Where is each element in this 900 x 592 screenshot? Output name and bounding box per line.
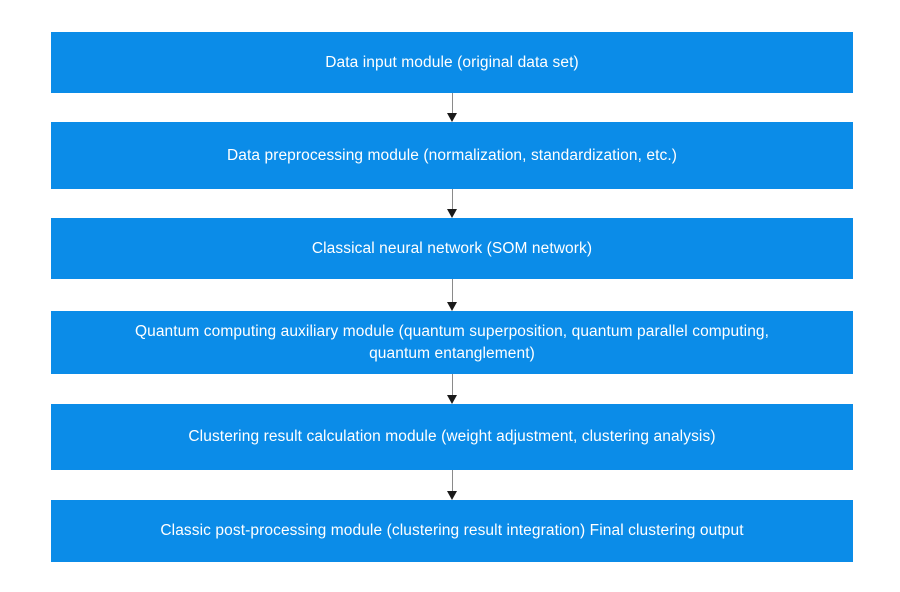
flow-node-label: Clustering result calculation module (we… — [188, 428, 716, 445]
flow-node-data-input-module[interactable]: Data input module (original data set) — [51, 32, 853, 93]
flow-node-label: Data input module (original data set) — [325, 53, 579, 71]
flow-node-data-preprocessing-module[interactable]: Data preprocessing module (normalization… — [51, 122, 853, 189]
flow-connector-1 — [51, 93, 853, 122]
connector-line — [451, 279, 453, 303]
flow-node-label: Classical neural network (SOM network) — [311, 239, 593, 257]
flow-node-label: Data preprocessing module (normalization… — [226, 146, 678, 164]
connector-line — [451, 189, 453, 210]
flow-connector-4 — [51, 374, 853, 404]
down-arrow-icon — [447, 209, 457, 218]
down-arrow-icon — [447, 113, 457, 122]
down-arrow-icon — [447, 491, 457, 500]
flow-connector-2 — [51, 189, 853, 218]
flow-node-classical-neural-network[interactable]: Classical neural network (SOM network) — [51, 218, 853, 279]
flow-node-clustering-result-calculation-module[interactable]: Clustering result calculation module (we… — [51, 404, 853, 470]
flow-node-quantum-computing-auxiliary-module[interactable]: Quantum computing auxiliary module (quan… — [51, 311, 853, 374]
flow-node-label: Quantum computing auxiliary module (quan… — [134, 322, 770, 362]
connector-line — [451, 470, 453, 492]
down-arrow-icon — [447, 395, 457, 404]
flow-connector-5 — [51, 470, 853, 500]
flow-connector-3 — [51, 279, 853, 311]
connector-line — [451, 93, 453, 114]
flow-node-label: Classic post-processing module (clusteri… — [160, 522, 744, 539]
flow-node-classic-post-processing-module[interactable]: Classic post-processing module (clusteri… — [51, 500, 853, 562]
down-arrow-icon — [447, 302, 457, 311]
flowchart-node-stack: Data input module (original data set) Da… — [51, 32, 853, 562]
connector-line — [451, 374, 453, 396]
